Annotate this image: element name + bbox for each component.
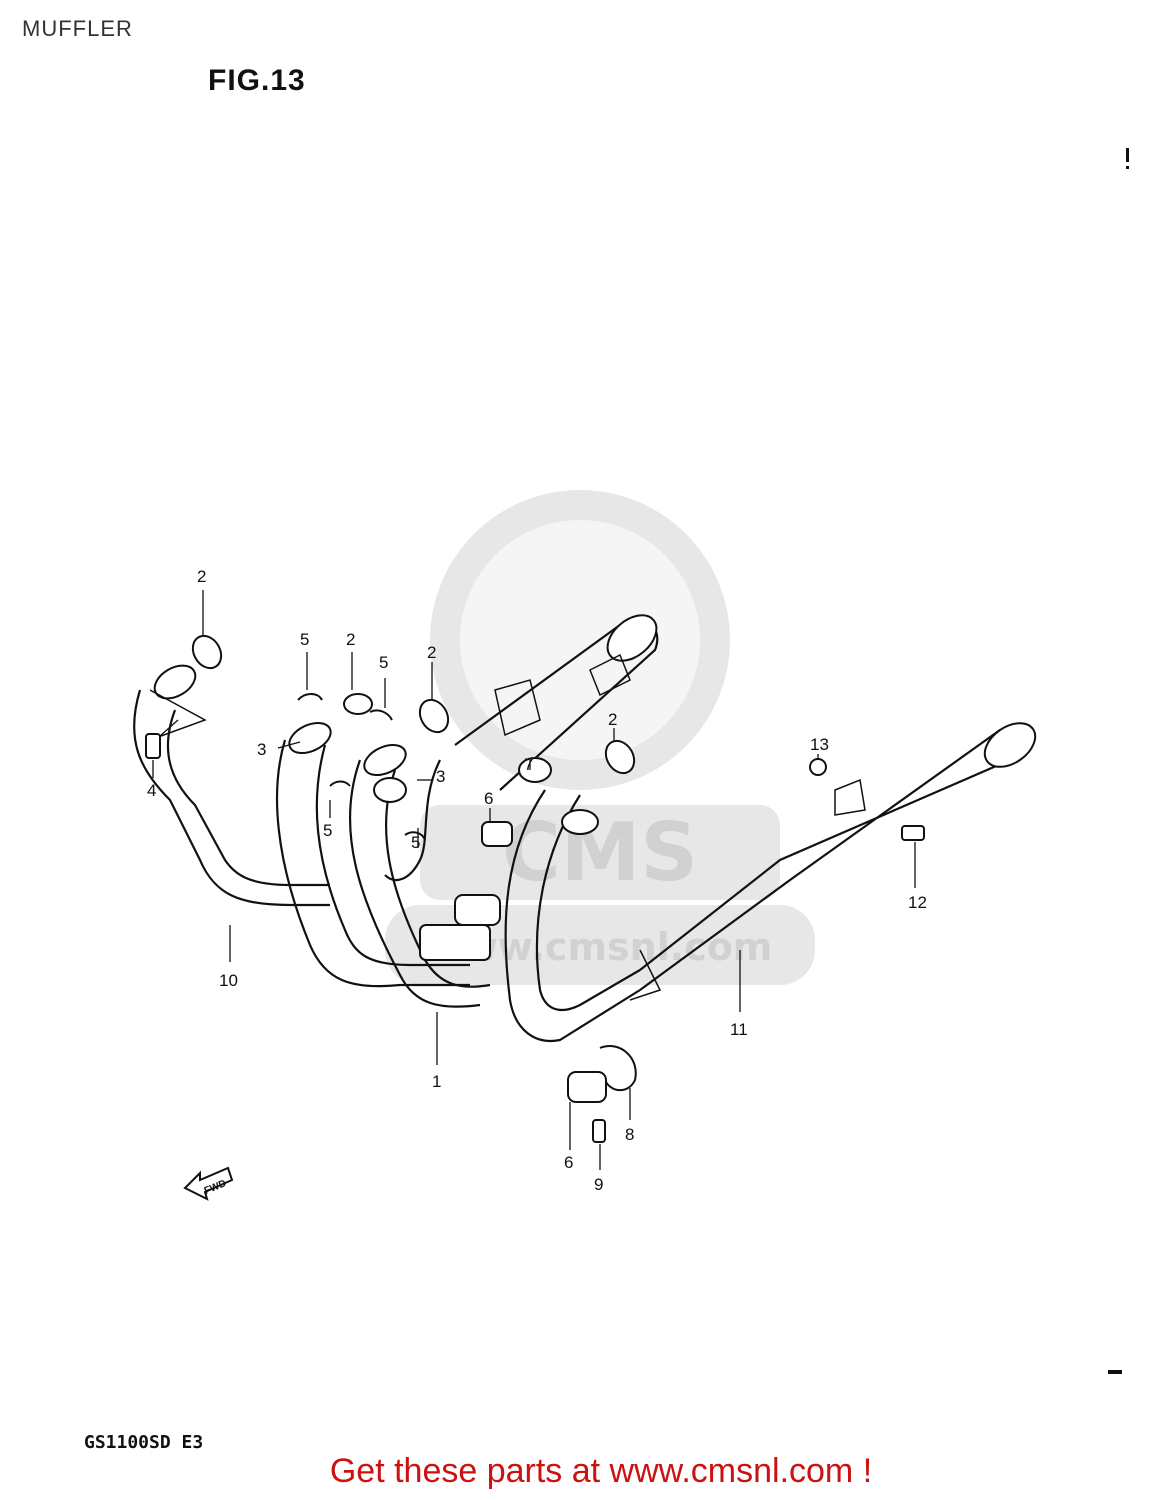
callout-13: 13: [810, 735, 829, 754]
callout-9: 9: [594, 1175, 603, 1194]
callout-7: 7: [524, 755, 533, 774]
fasteners: [145, 719, 925, 1143]
figure-label: FIG.13: [208, 64, 306, 97]
muffler-left: [384, 614, 659, 882]
callout-4: 4: [147, 781, 156, 800]
exhaust-pipe-1: [348, 743, 501, 1008]
section-title: MUFFLER: [22, 16, 133, 41]
callout-11: 11: [730, 1020, 748, 1039]
promo-text[interactable]: Get these parts at www.cmsnl.com !: [329, 1452, 873, 1490]
callout-5c: 5: [323, 821, 332, 840]
watermark-text: CMS: [502, 806, 698, 899]
callout-1: 1: [432, 1072, 441, 1091]
callout-3a: 3: [257, 740, 266, 759]
callout-2a: 2: [197, 567, 206, 586]
callout-6b: 6: [564, 1153, 573, 1172]
callout-12: 12: [908, 893, 927, 912]
cotters-5: [297, 693, 426, 841]
callout-labels: 2 5 2 5 2 2 3 3 4 5 5 6 7 13 12 10 1 11 …: [147, 567, 927, 1194]
gaskets-2: [191, 634, 636, 775]
exhaust-pipe-10: [133, 664, 330, 907]
callout-3b: 3: [436, 767, 445, 786]
forward-arrow-icon: FWD: [183, 1166, 234, 1201]
callout-2c: 2: [427, 643, 436, 662]
callout-5b: 5: [379, 653, 388, 672]
callout-10: 10: [219, 971, 238, 990]
promo-link[interactable]: Get these parts at www.cmsnl.com !: [0, 1452, 1158, 1491]
exhaust-pipe-second: [275, 721, 470, 988]
callout-6a: 6: [484, 789, 493, 808]
callout-8: 8: [625, 1125, 634, 1144]
callout-2b: 2: [346, 630, 355, 649]
muffler-right-11: [504, 722, 1037, 1043]
clamps: [373, 757, 637, 1092]
connectors-6: [481, 821, 607, 1103]
model-code: GS1100SD E3: [84, 1432, 204, 1453]
callout-5a: 5: [300, 630, 309, 649]
watermark-logo: CMS www.cmsnl.com: [385, 490, 815, 985]
callout-2d: 2: [608, 710, 617, 729]
edge-marks: [1108, 148, 1129, 1374]
callout-5d: 5: [411, 833, 420, 852]
leader-lines: [152, 590, 916, 1170]
